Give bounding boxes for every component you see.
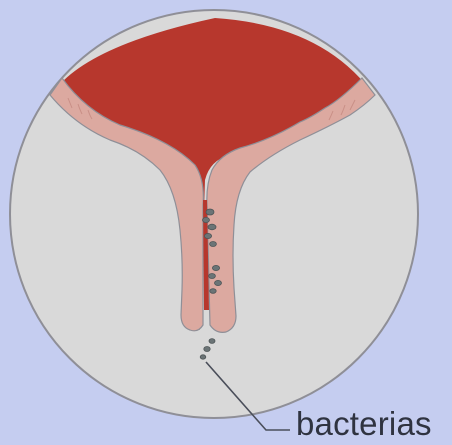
bacteria-label: bacterias — [296, 404, 432, 444]
